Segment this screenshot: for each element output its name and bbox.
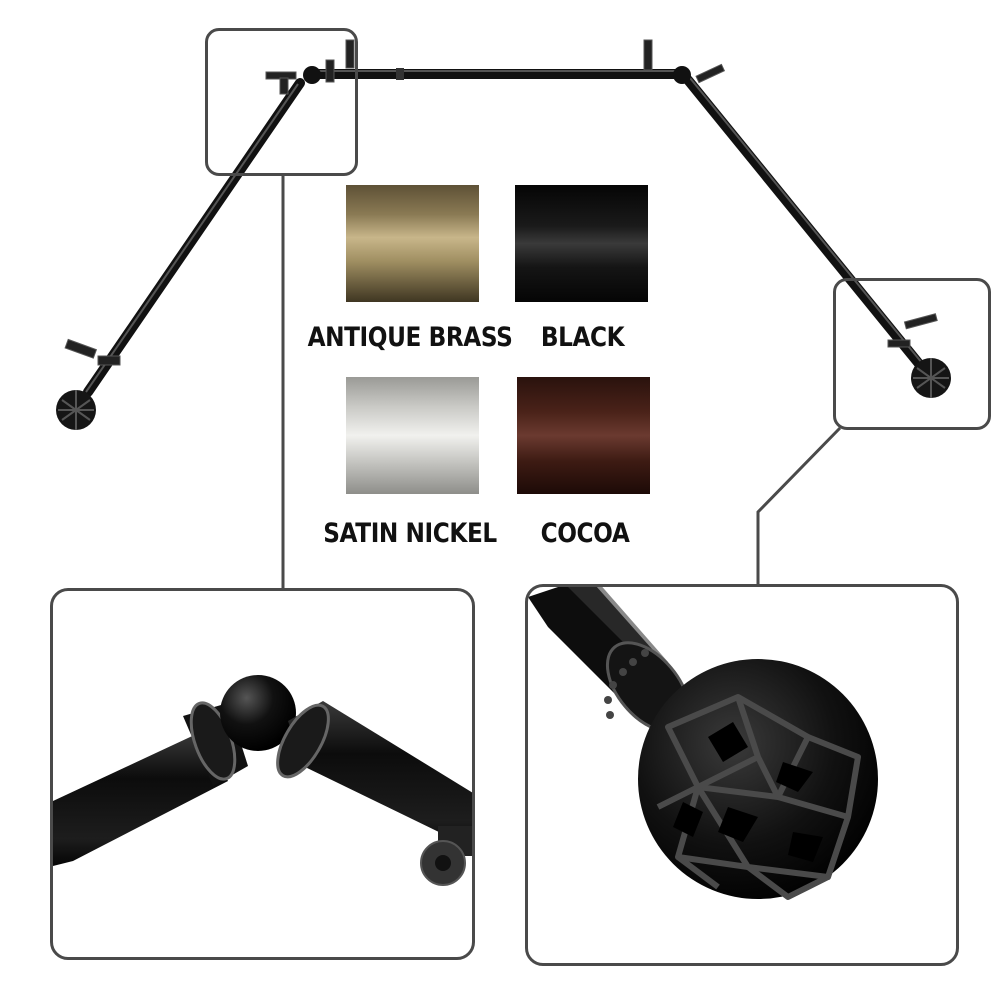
finish-label-satin-nickel: SATIN NICKEL [323, 518, 497, 549]
finish-label-black: BLACK [540, 322, 625, 353]
rod-right-segment [683, 75, 925, 370]
finish-swatch-satin-nickel [346, 377, 479, 494]
detail-panel-corner-joint [50, 588, 475, 960]
rod-left-segment [83, 78, 305, 397]
bracket-icon [64, 39, 938, 366]
corner-connector-left [303, 66, 321, 84]
callout-frame-finial [833, 278, 991, 430]
callout-connector-right [756, 426, 842, 584]
finish-label-antique-brass: ANTIQUE BRASS [307, 322, 513, 353]
finish-swatch-cocoa [517, 377, 650, 494]
detail-panel-finial [525, 584, 959, 966]
cage-finial-closeup [528, 587, 878, 900]
finial-right [911, 358, 951, 398]
callout-frame-corner [205, 28, 358, 176]
finial-left [56, 390, 96, 430]
corner-joint-closeup [53, 675, 472, 886]
finish-label-cocoa: COCOA [540, 518, 630, 549]
finish-swatch-black [515, 185, 648, 302]
corner-connector-right [673, 66, 691, 84]
rod-center-segment [307, 68, 685, 80]
finish-swatch-antique-brass [346, 185, 479, 302]
